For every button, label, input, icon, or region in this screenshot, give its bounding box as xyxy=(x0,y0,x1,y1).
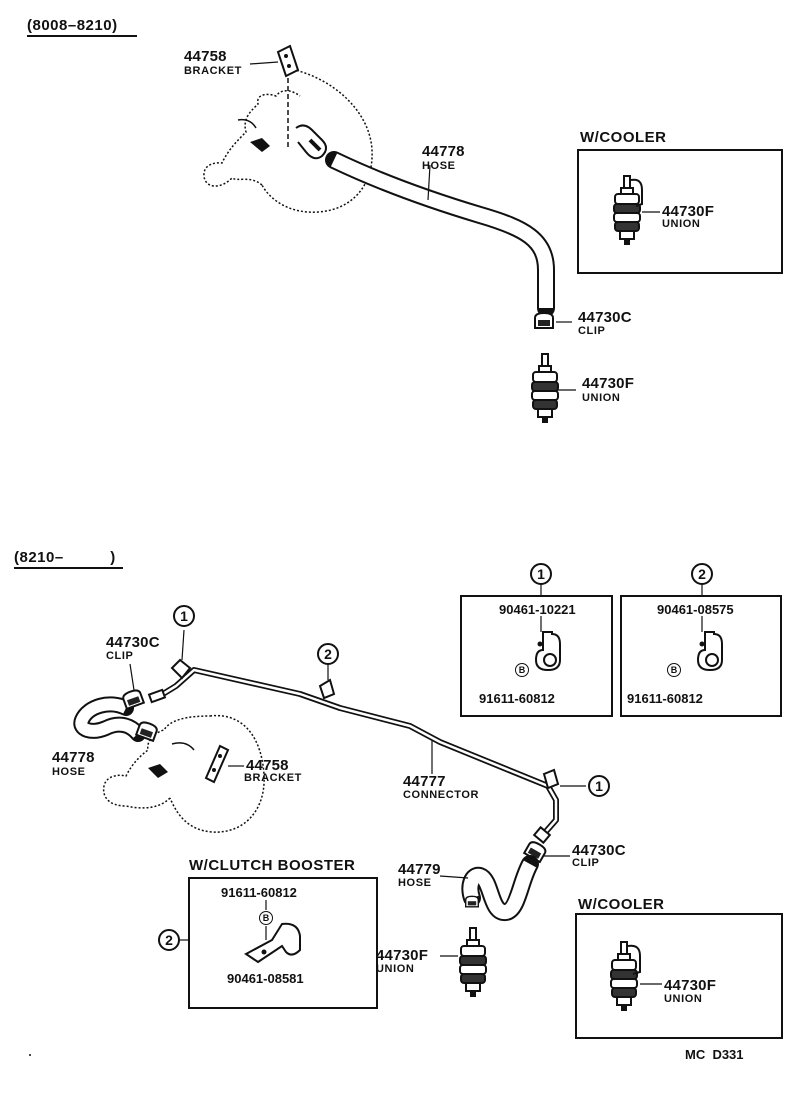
bottom-union-44730F xyxy=(440,895,487,998)
diagram-code: MC D331 xyxy=(685,1047,744,1062)
top-hose-name: HOSE xyxy=(422,160,456,172)
top-clip-name: CLIP xyxy=(578,325,606,337)
top-check-valve-fitting xyxy=(295,124,327,160)
top-hose-44778 xyxy=(325,151,555,317)
bottom-bracket-44758 xyxy=(204,744,244,784)
bottom-bracket-name: BRACKET xyxy=(244,772,302,784)
top-union-name: UNION xyxy=(582,392,621,404)
top-union-part-number: 44730F xyxy=(582,375,635,392)
bottom-connector-part-number: 44777 xyxy=(403,773,446,790)
bottom-connector-44777 xyxy=(147,667,559,845)
bottom-hose-right-name: HOSE xyxy=(398,877,432,889)
detail-2-number: 2 xyxy=(691,563,713,585)
top-clip-44730C xyxy=(534,312,554,329)
bottom-connector-name: CONNECTOR xyxy=(403,789,480,801)
bottom-section-range: (8210– ) xyxy=(14,549,116,566)
bottom-cooler-union-part-number: 44730F xyxy=(664,977,717,994)
top-cooler-union-name: UNION xyxy=(662,218,701,230)
top-cooler-union-part-number: 44730F xyxy=(662,203,715,220)
bottom-clip-left-44730C xyxy=(120,663,160,742)
clutch-booster-clamp-part: 90461-08581 xyxy=(227,971,304,986)
bottom-cooler-box xyxy=(575,913,783,1039)
callout-1-upper: 1 xyxy=(173,605,195,627)
bottom-clip-right-name: CLIP xyxy=(572,857,600,869)
detail-2-bolt-mark: B xyxy=(667,663,681,677)
detail-1-number: 1 xyxy=(530,563,552,585)
clutch-booster-bolt-part: 91611-60812 xyxy=(221,885,297,900)
top-bracket-44758 xyxy=(249,44,300,150)
top-bracket-name: BRACKET xyxy=(184,65,242,77)
callout-2-middle: 2 xyxy=(317,643,339,665)
detail-1-bolt-mark: B xyxy=(515,663,529,677)
bottom-hose-44778 xyxy=(73,696,146,742)
bottom-hose-right-part-number: 44779 xyxy=(398,861,441,878)
top-cooler-box xyxy=(577,149,783,274)
bottom-clip-left-name: CLIP xyxy=(106,650,134,662)
bottom-clip-right-part-number: 44730C xyxy=(572,842,626,859)
detail-box-2 xyxy=(620,584,782,717)
top-cooler-box-title: W/COOLER xyxy=(580,129,667,146)
bottom-clip-right-44730C xyxy=(523,838,570,863)
top-section-range: (8008–8210) xyxy=(27,17,118,34)
bottom-bracket-part-number: 44758 xyxy=(246,757,289,774)
bottom-clip-left-part-number: 44730C xyxy=(106,634,160,651)
bottom-union-name: UNION xyxy=(376,963,415,975)
top-union-44730F xyxy=(531,353,559,424)
detail-1-clamp-part: 90461-10221 xyxy=(499,602,576,617)
detail-box-1 xyxy=(460,584,613,717)
top-brake-booster-outline xyxy=(203,67,373,213)
top-hose-part-number: 44778 xyxy=(422,143,465,160)
top-bracket-part-number: 44758 xyxy=(184,48,227,65)
bottom-pipe-clamps xyxy=(170,629,586,790)
bottom-hose-44779 xyxy=(439,855,539,921)
clutch-booster-number: 2 xyxy=(158,929,180,951)
top-range-underline xyxy=(27,35,137,37)
bottom-range-underline xyxy=(14,567,123,569)
detail-1-bolt-part: 91611-60812 xyxy=(479,691,555,706)
clutch-booster-box xyxy=(180,877,378,1009)
bottom-brake-booster-outline xyxy=(102,714,265,833)
bottom-cooler-box-title: W/COOLER xyxy=(578,896,665,913)
bottom-union-part-number: 44730F xyxy=(376,947,429,964)
bottom-cooler-union-name: UNION xyxy=(664,993,703,1005)
bottom-hose-left-name: HOSE xyxy=(52,766,86,778)
detail-2-clamp-part: 90461-08575 xyxy=(657,602,734,617)
top-clip-part-number: 44730C xyxy=(578,309,632,326)
clutch-booster-title: W/CLUTCH BOOSTER xyxy=(189,857,356,874)
callout-1-right: 1 xyxy=(588,775,610,797)
bottom-hose-left-part-number: 44778 xyxy=(52,749,95,766)
detail-2-bolt-part: 91611-60812 xyxy=(627,691,703,706)
clutch-booster-bolt-mark: B xyxy=(259,911,273,925)
